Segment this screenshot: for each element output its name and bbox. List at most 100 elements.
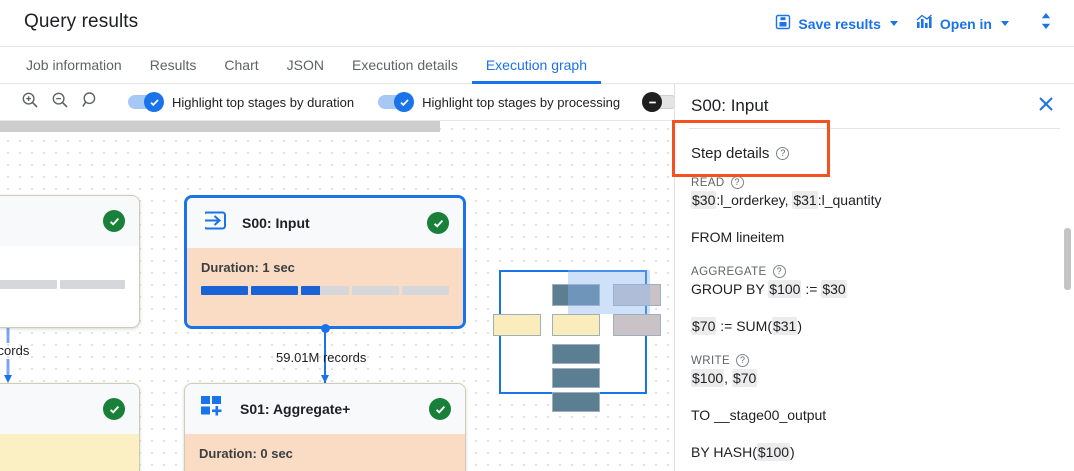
header-actions: Save results Open in — [766, 9, 1060, 38]
minimap-node — [552, 392, 600, 412]
detail-line-write-by: BY HASH($100) — [691, 443, 795, 461]
duration-label-s00: Duration: 1 sec — [201, 260, 295, 275]
switch-knob — [144, 92, 164, 112]
minimap-node — [552, 314, 600, 336]
tab-execution-details[interactable]: Execution details — [351, 57, 458, 73]
tab-execution-graph[interactable]: Execution graph — [471, 47, 602, 84]
panel-body: Step details ? READ ? $30:l_orderkey, $3… — [675, 129, 1074, 462]
toggle-switch-processing[interactable] — [378, 92, 415, 112]
check-circle-icon — [429, 398, 451, 420]
edge-label-left: records — [0, 343, 30, 358]
progress-segment — [351, 286, 399, 295]
node-header: S01: Aggregate+ — [185, 384, 465, 434]
chart-bar-icon — [916, 14, 933, 33]
detail-line-read-columns: $30:l_orderkey, $31:l_quantity — [691, 191, 882, 209]
node-body — [0, 434, 139, 471]
zoom-controls — [0, 88, 104, 116]
progress-segment — [301, 286, 349, 295]
help-icon[interactable]: ? — [730, 176, 744, 189]
progress-segment — [60, 280, 126, 289]
node-body — [0, 246, 139, 289]
close-button[interactable] — [1034, 94, 1058, 118]
node-header — [0, 196, 139, 246]
node-header: S00: Input — [187, 198, 463, 248]
detail-line-sum: $70 := SUM($31) — [691, 317, 803, 335]
zoom-reset-icon — [81, 91, 99, 114]
node-title-s01: S01: Aggregate+ — [240, 401, 351, 417]
minimap-node — [493, 314, 541, 336]
minimap-node — [613, 314, 661, 336]
node-header — [0, 384, 139, 434]
edge-label-s00-s01: 59.01M records — [276, 350, 367, 365]
minimap-viewport[interactable] — [568, 270, 650, 314]
aggregate-plus-icon — [199, 393, 226, 425]
panel-scrollbar[interactable] — [1064, 228, 1071, 290]
zoom-reset-button[interactable] — [76, 88, 104, 116]
help-icon[interactable]: ? — [736, 354, 750, 367]
execution-graph-minimap[interactable] — [493, 270, 661, 412]
page-title: Query results — [24, 11, 139, 32]
node-output-port-s00[interactable] — [321, 324, 330, 333]
detail-line-write-cols: $100, $70 — [691, 369, 758, 387]
node-body-s01: Duration: 0 sec — [185, 434, 465, 471]
tab-bar: Job information Results Chart JSON Execu… — [0, 46, 1074, 84]
tab-json[interactable]: JSON — [286, 57, 324, 73]
zoom-out-button[interactable] — [46, 88, 74, 116]
graph-node-s01[interactable]: S01: Aggregate+ Duration: 0 sec — [184, 383, 466, 471]
duration-label-s01: Duration: 0 sec — [199, 446, 293, 461]
toggle-highlight-processing[interactable]: Highlight top stages by processing — [378, 92, 621, 112]
progress-segment — [201, 286, 249, 295]
check-circle-icon — [103, 398, 125, 420]
open-in-label: Open in — [939, 15, 992, 32]
save-results-button[interactable]: Save results — [766, 9, 907, 38]
panel-divider — [689, 128, 1060, 129]
node-title-s00: S00: Input — [242, 215, 310, 231]
detail-line-read-from: FROM lineitem — [691, 229, 785, 245]
save-results-icon — [775, 14, 791, 33]
minimap-node — [613, 284, 661, 306]
zoom-out-icon — [51, 91, 69, 114]
open-in-button[interactable]: Open in — [907, 9, 1018, 38]
zoom-in-icon — [21, 91, 39, 114]
tab-job-information[interactable]: Job information — [26, 57, 122, 73]
keyword-label: WRITE — [691, 354, 731, 367]
tab-results[interactable]: Results — [149, 57, 197, 73]
keyword-label: READ — [691, 176, 725, 189]
toggle-switch-duration[interactable] — [128, 92, 164, 112]
keyword-label: AGGREGATE — [691, 265, 767, 278]
toggle-highlight-duration[interactable]: Highlight top stages by duration — [128, 92, 355, 112]
step-details-label: Step details — [691, 145, 770, 162]
expand-collapse-button[interactable] — [1032, 10, 1060, 38]
help-icon[interactable]: ? — [776, 147, 790, 160]
input-arrow-icon — [201, 207, 228, 239]
panel-title: S00: Input — [691, 96, 769, 115]
panel-header: S00: Input — [675, 84, 1074, 128]
minimap-node — [552, 344, 600, 364]
graph-node-partial-bottom[interactable] — [0, 383, 140, 471]
detail-keyword-aggregate: AGGREGATE ? — [691, 265, 1058, 278]
graph-toolbar: Highlight top stages by duration Highlig… — [0, 84, 679, 121]
page-header: Query results Save results — [0, 0, 1074, 46]
detail-keyword-write: WRITE ? — [691, 354, 1058, 367]
execution-graph-canvas[interactable]: records S00: Input — [0, 121, 674, 471]
toggle-label-processing: Highlight top stages by processing — [422, 94, 621, 110]
progress-segment — [0, 280, 58, 289]
save-results-label: Save results — [798, 15, 881, 32]
close-icon — [1037, 95, 1055, 118]
progress-bar — [0, 280, 126, 289]
step-details-heading: Step details ? — [691, 129, 1058, 176]
horizontal-scrollbar[interactable] — [0, 121, 440, 132]
switch-knob — [642, 92, 663, 112]
graph-node-partial-top[interactable] — [0, 195, 140, 328]
graph-node-s00[interactable]: S00: Input Duration: 1 sec — [184, 195, 466, 329]
check-circle-icon — [427, 212, 449, 234]
minimap-node — [552, 368, 600, 388]
help-icon[interactable]: ? — [772, 265, 786, 278]
node-body-s00: Duration: 1 sec — [187, 248, 463, 326]
tab-chart[interactable]: Chart — [224, 57, 259, 73]
detail-line-write-to: TO __stage00_output — [691, 407, 827, 423]
zoom-in-button[interactable] — [16, 88, 44, 116]
check-circle-icon — [103, 210, 125, 232]
toggle-label-duration: Highlight top stages by duration — [172, 94, 355, 110]
